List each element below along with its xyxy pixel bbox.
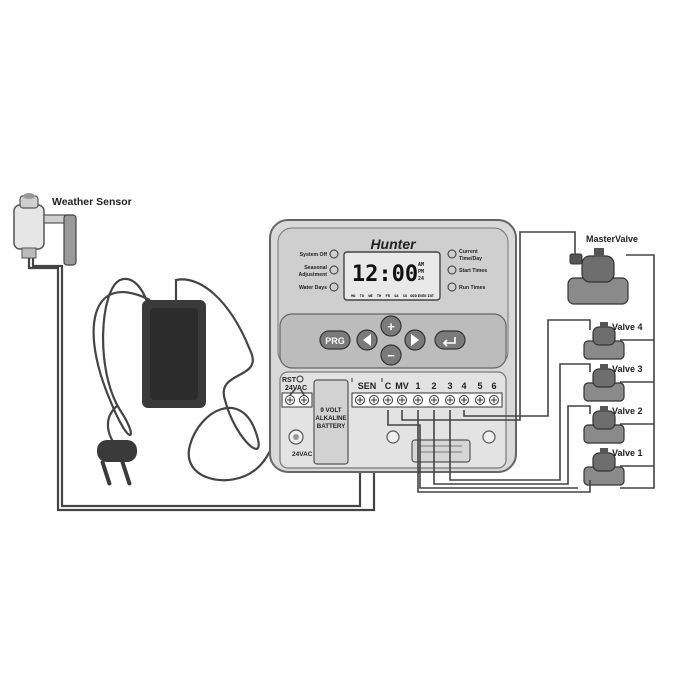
right-label-1-line-0: Start Times [459,268,487,274]
back-icon [442,337,456,347]
left-label-1-line-0: Seasonal [304,265,327,271]
right-arrow-button[interactable] [404,329,426,351]
hunter-logo: Hunter [370,236,417,252]
valve-mastervalve: MasterValve [567,234,638,305]
lcd-day-mo: MO [351,294,355,298]
plug [97,440,137,462]
vac-bottom-label: 24VAC [292,451,313,458]
clock-icon [447,249,457,259]
valve-label-master: MasterValve [586,234,638,244]
valve-valve-3: Valve 3 [583,364,643,402]
power-icon [329,249,339,259]
sensor-cable [27,258,376,512]
transformer [92,277,301,486]
left-arrow-icon [363,334,371,346]
battery-line-1: ALKALINE [315,415,346,422]
lcd-day-even: EVEN [418,294,427,298]
minus-button[interactable]: − [380,344,402,366]
right-label-0-line-1: Time/Day [459,256,482,262]
lcd-day-th: TH [377,294,381,298]
back-button[interactable] [434,330,466,350]
battery-line-0: 9 VOLT [320,407,341,414]
lcd-day-tu: TU [360,294,364,298]
plus-button[interactable]: + [380,315,402,337]
minus-icon: − [387,348,395,363]
terminal-label-2: 2 [431,381,436,391]
plus-icon: + [387,319,395,334]
lcd-day-fr: FR [386,294,391,298]
terminal-label-5: 5 [477,381,482,391]
terminal-label-mv: MV [395,381,409,391]
lcd-display [343,251,441,301]
left-label-2-line-0: Water Days [299,285,327,291]
valve-valve-4: Valve 4 [583,322,643,360]
rst-button[interactable] [296,375,304,383]
percent-icon [329,265,339,275]
terminal-label-c: C [385,381,392,391]
weather-sensor-label: Weather Sensor [52,196,132,208]
lcd-am: AM [418,262,424,268]
right-label-0-line-0: Current [459,249,478,255]
mount-hole-right [482,430,496,444]
terminal-label-3: 3 [447,381,452,391]
battery-compartment [313,379,349,465]
rst-label: RST [282,377,297,384]
lcd-24: 24 [418,276,424,282]
field-wiring [387,231,655,493]
power-terminals [281,392,313,408]
terminal-label-1: 1 [415,381,420,391]
valve-valve-2: Valve 2 [583,406,643,444]
lcd-time: 12:00 [352,262,418,287]
valve-valve-1: Valve 1 [583,448,643,486]
terminal-label-4: 4 [461,381,466,391]
lcd-day-int: INT [427,294,434,298]
lcd-day-we: WE [368,294,372,298]
lcd-pm: PM [418,269,424,275]
terminal-label-sen: SEN [358,381,377,391]
prg-button[interactable]: PRG [319,330,351,350]
hourglass-icon [447,282,457,292]
valve-label-2: Valve 3 [612,364,643,374]
right-arrow-icon [411,334,419,346]
battery-line-2: BATTERY [317,423,346,430]
lcd-day-sa: SA [394,294,399,298]
left-label-0-line-0: System Off [300,252,328,258]
terminal-label-6: 6 [491,381,496,391]
right-label-2-line-0: Run Times [459,285,486,291]
drop-icon [329,282,339,292]
left-label-1-line-1: Adjustment [298,272,327,278]
valve-label-1: Valve 4 [612,322,643,332]
mount-hole-center [386,430,400,444]
prg-button-label: PRG [325,336,345,346]
button-panel [279,313,507,369]
left-arrow-button[interactable] [356,329,378,351]
valve-label-3: Valve 2 [612,406,643,416]
lcd-day-su: SU [403,294,407,298]
clock-start-icon [447,265,457,275]
sensor-cable-2 [31,258,362,508]
valve-label-4: Valve 1 [612,448,643,458]
lcd-day-odd: ODD [410,294,417,298]
